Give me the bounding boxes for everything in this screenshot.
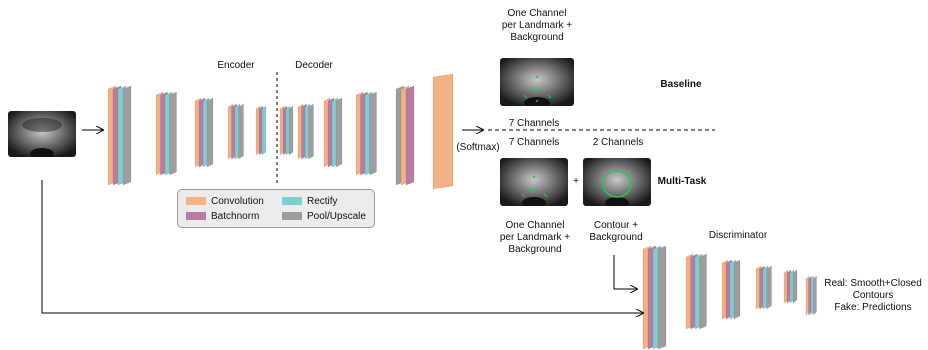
pool-swatch [282, 212, 302, 220]
skip-connection-arrow [41, 180, 643, 313]
convolution-swatch [186, 197, 206, 205]
pool-layer [766, 265, 772, 310]
softmax-label: (Softmax) [456, 142, 500, 153]
multitask-landmark-image [500, 158, 568, 206]
multitask-contour-image [583, 158, 651, 206]
one-channel-top-label: One Channel per Landmark + Background [501, 8, 573, 43]
landmark-markers [523, 75, 552, 103]
seven-channels-label: 7 Channels [508, 137, 560, 148]
discriminator-block-4 [755, 265, 772, 310]
batchnorm-layer [405, 85, 415, 186]
decoder-block-2 [297, 103, 314, 160]
encoder-block-5 [255, 105, 267, 156]
pool-layer [122, 85, 132, 186]
pool-layer [733, 259, 741, 320]
pool-layer [206, 97, 214, 168]
encoder-block-2 [155, 91, 177, 176]
encoder-block-4 [227, 103, 244, 160]
baseline-label: Baseline [660, 79, 702, 90]
real-fake-label: Real: Smooth+Closed Contours Fake: Predi… [824, 278, 922, 313]
batchnorm-swatch [186, 212, 206, 220]
pool-layer [792, 269, 798, 304]
legend-rectify: Rectify [282, 196, 338, 208]
pool-layer [288, 105, 294, 156]
plus-sign: + [573, 176, 579, 187]
two-channels-label: 2 Channels [592, 137, 644, 148]
seven-channels-top-label: 7 Channels [508, 118, 560, 129]
discriminator-block-6 [805, 275, 817, 316]
layer-legend: Convolution Rectify Batchnorm Pool/Upsca… [177, 189, 375, 228]
discriminator-block-2 [685, 253, 707, 330]
pool-layer [169, 91, 177, 176]
decoder-block-1 [279, 105, 294, 156]
discriminator-label: Discriminator [708, 230, 768, 241]
contour-outline [602, 170, 632, 198]
one-channel-bottom-label: One Channel per Landmark + Background [499, 220, 571, 255]
pool-layer [238, 103, 244, 160]
pool-layer [369, 91, 377, 176]
legend-convolution: Convolution [186, 196, 264, 208]
output-conv [432, 73, 454, 190]
decoder-block-3 [323, 97, 343, 168]
encoder-block-3 [194, 97, 214, 168]
baseline-landmark-image [500, 58, 574, 106]
legend-batchnorm-label: Batchnorm [211, 211, 260, 222]
discriminator-block-5 [783, 269, 798, 304]
network-layers [107, 73, 817, 350]
convolution-layer [432, 73, 454, 190]
pool-layer [657, 245, 667, 350]
decoder-block-4 [355, 91, 377, 176]
rectify-swatch [282, 197, 302, 205]
legend-pool-label: Pool/Upscale [307, 211, 366, 222]
rectify-layer [261, 105, 267, 156]
legend-convolution-label: Convolution [211, 196, 264, 207]
landmark-markers [521, 175, 548, 198]
encoder-block-1 [107, 85, 132, 186]
encoder-label: Encoder [217, 60, 255, 71]
discriminator-block-1 [642, 245, 667, 350]
multitask-label: Multi-Task [657, 176, 707, 187]
pool-layer [335, 97, 343, 168]
discriminator-block-3 [721, 259, 741, 320]
input-ultrasound-image [8, 111, 76, 157]
legend-batchnorm: Batchnorm [186, 211, 259, 223]
pool-layer [699, 253, 707, 330]
decoder-block-5 [395, 85, 415, 186]
contour-to-discriminator-arrow [613, 255, 637, 289]
legend-rectify-label: Rectify [307, 196, 338, 207]
contour-label: Contour + Background [589, 220, 643, 243]
pool-layer [813, 275, 817, 316]
decoder-label: Decoder [295, 60, 333, 71]
legend-pool: Pool/Upscale [282, 211, 366, 223]
pool-layer [308, 103, 314, 160]
